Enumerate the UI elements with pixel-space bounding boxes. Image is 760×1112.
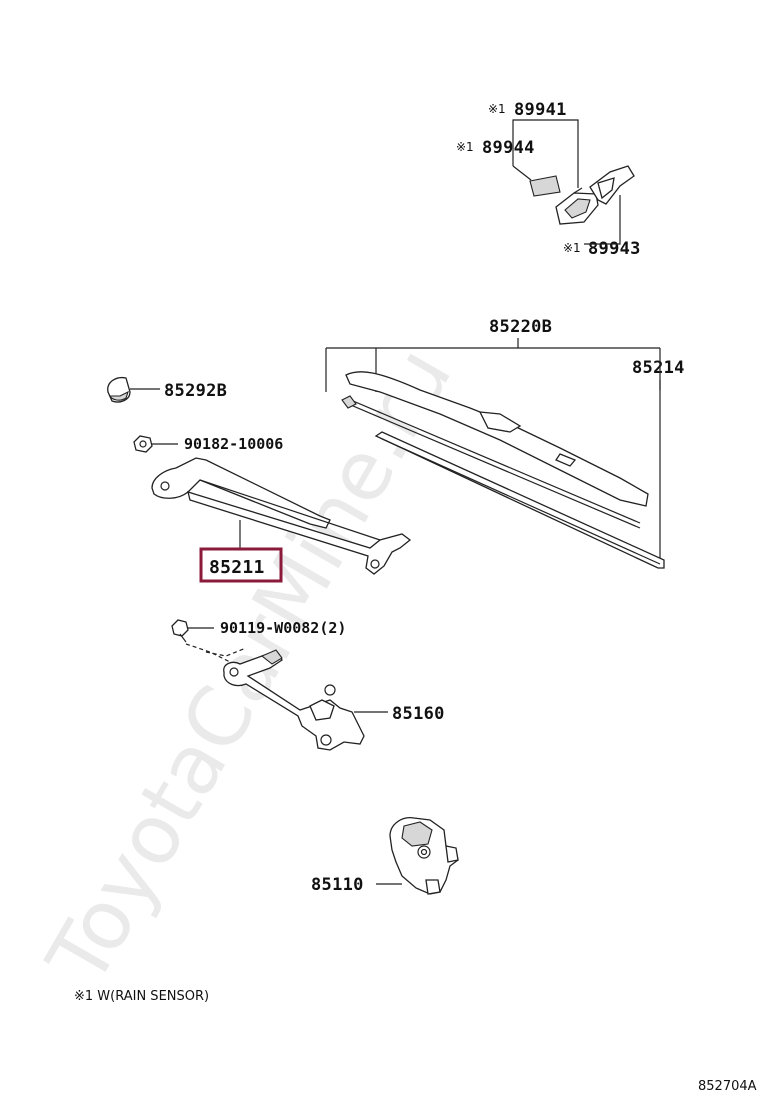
footnote: ※1 W(RAIN SENSOR) <box>74 989 209 1004</box>
nut-group: 90182-10006 <box>133 435 283 453</box>
part-label-85110[interactable]: 85110 <box>311 875 364 895</box>
part-label-89944[interactable]: 89944 <box>482 138 535 158</box>
part-label-90119-W0082[interactable]: 90119-W0082(2) <box>220 619 346 637</box>
sensor-cover-89943[interactable] <box>589 165 635 205</box>
bolt-group: 90119-W0082(2) <box>171 619 346 663</box>
footnote-mark: ※1 <box>563 241 581 255</box>
pivot-cap-85292B[interactable] <box>107 376 131 403</box>
part-label-85160[interactable]: 85160 <box>392 704 445 724</box>
part-label-89941[interactable]: 89941 <box>514 100 567 120</box>
rain-sensor-group: ※1 89941 ※1 89944 ※1 89943 <box>456 100 641 259</box>
part-label-85292B[interactable]: 85292B <box>164 381 227 401</box>
bolt-90119[interactable] <box>171 619 189 643</box>
wiper-link-85160[interactable] <box>223 649 365 751</box>
highlight-box <box>199 547 283 583</box>
sensor-pad-89944[interactable] <box>529 175 561 197</box>
wiper-blade-group: 85220B 85214 <box>325 317 685 569</box>
link-group: 85160 <box>223 649 445 751</box>
motor-group: 85110 <box>311 817 459 895</box>
part-label-85211[interactable]: 85211 <box>209 557 265 578</box>
diagram-code: 852704A <box>698 1079 757 1094</box>
rain-sensor-89941[interactable] <box>555 187 599 225</box>
cap-group: 85292B <box>107 376 227 403</box>
nut-90182[interactable] <box>133 435 153 453</box>
wiper-arm-85211[interactable] <box>151 457 412 575</box>
wiper-refill-85214[interactable] <box>374 431 665 569</box>
wiper-blade-85220B[interactable] <box>341 371 649 529</box>
footnote-mark: ※1 <box>488 102 506 116</box>
wiper-arm-group: 85211 <box>151 457 412 583</box>
part-label-85214[interactable]: 85214 <box>632 358 685 378</box>
part-label-90182-10006[interactable]: 90182-10006 <box>184 435 283 453</box>
part-label-89943[interactable]: 89943 <box>588 239 641 259</box>
wiper-motor-85110[interactable] <box>389 817 459 895</box>
footnote-mark: ※1 <box>456 140 474 154</box>
part-label-85220B[interactable]: 85220B <box>489 317 552 337</box>
